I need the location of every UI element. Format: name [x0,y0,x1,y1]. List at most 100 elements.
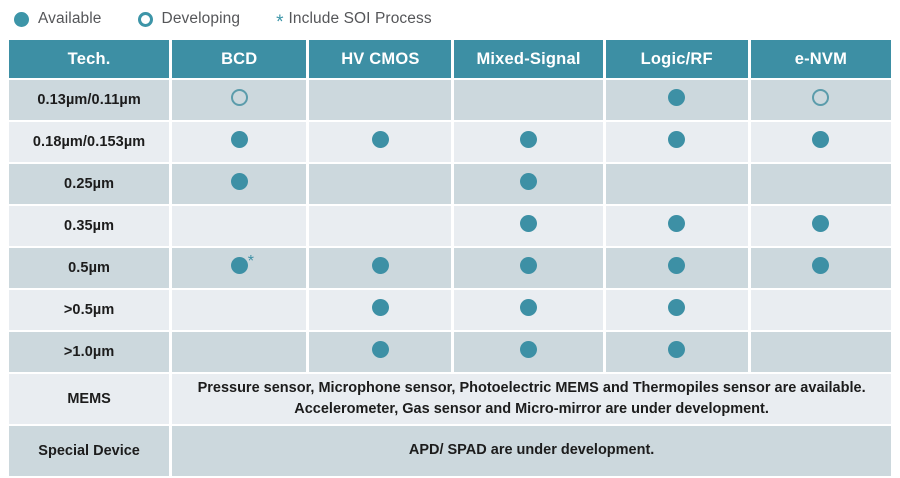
status-cell [454,290,603,330]
status-cell: * [172,248,307,288]
status-marker [812,89,830,106]
status-marker [668,89,686,106]
filled-circle-icon [520,299,538,316]
status-marker [520,131,538,148]
status-marker [371,341,389,358]
legend-item-2: *Include SOI Process [276,10,432,33]
note-description: APD/ SPAD are under development. [172,426,891,476]
status-cell [605,164,748,204]
tech-node-label: >1.0µm [63,344,115,360]
status-marker [520,299,538,316]
filled-circle-icon [230,131,248,148]
tech-node-label: 0.5µm [68,260,111,276]
tech-node-cell: 0.35µm [9,206,170,246]
column-header-0[interactable]: Tech. [9,40,170,78]
status-cell [454,332,603,372]
asterisk-icon: * [247,253,254,270]
status-marker [520,257,538,274]
legend-item-1: Developing [137,10,241,28]
filled-circle-icon [14,11,29,27]
asterisk-icon: * [276,11,284,33]
status-marker [668,215,686,232]
status-cell [750,206,891,246]
table-row: 0.25µm [9,164,891,204]
status-cell [750,80,891,120]
legend: Available Developing *Include SOI Process [0,0,900,38]
filled-circle-icon [668,131,686,148]
note-line: Pressure sensor, Microphone sensor, Phot… [197,379,866,396]
status-marker [371,257,389,274]
status-cell [605,206,748,246]
table-row: 0.18µm/0.153µm [9,122,891,162]
status-cell [309,332,452,372]
column-header-1[interactable]: BCD [172,40,307,78]
status-cell [454,248,603,288]
status-marker [520,341,538,358]
status-cell [750,332,891,372]
tech-node-cell: >1.0µm [9,332,170,372]
table-row: >1.0µm [9,332,891,372]
legend-item-label: Available [38,10,102,27]
table-row: 0.5µm * [9,248,891,288]
column-header-3[interactable]: Mixed-Signal [454,40,603,78]
status-marker [668,131,686,148]
note-line: APD/ SPAD are under development. [408,442,655,459]
status-cell [605,290,748,330]
status-marker [668,257,686,274]
filled-circle-icon [668,89,686,106]
status-cell [454,206,603,246]
open-circle-icon [812,89,830,106]
legend-item-label: Include SOI Process [288,10,432,27]
note-description: Pressure sensor, Microphone sensor, Phot… [172,374,891,424]
status-cell [172,122,307,162]
status-cell [309,290,452,330]
status-cell [309,248,452,288]
filled-circle-icon [812,131,830,148]
open-circle-icon [137,11,153,27]
tech-node-label: 0.13µm/0.11µm [37,92,141,108]
status-marker: * [230,254,254,274]
tech-node-cell: 0.18µm/0.153µm [9,122,170,162]
column-header-4[interactable]: Logic/RF [605,40,748,78]
filled-circle-icon [668,257,686,274]
status-cell [309,206,452,246]
note-row: Special Device APD/ SPAD are under develo… [9,426,891,476]
filled-circle-icon [371,341,389,358]
status-cell [750,290,891,330]
filled-circle-icon [668,299,686,316]
filled-circle-icon [371,131,389,148]
status-marker [812,257,830,274]
status-cell [172,290,307,330]
status-cell [750,248,891,288]
filled-circle-icon [668,341,686,358]
column-header-5[interactable]: e-NVM [750,40,891,78]
filled-circle-icon [668,215,686,232]
tech-node-cell: 0.5µm [9,248,170,288]
status-cell [309,80,452,120]
table-row: >0.5µm [9,290,891,330]
tech-node-cell: >0.5µm [9,290,170,330]
table-row: 0.13µm/0.11µm [9,80,891,120]
column-header-2[interactable]: HV CMOS [309,40,452,78]
status-marker [230,131,248,148]
filled-circle-icon [520,131,538,148]
filled-circle-icon [812,257,830,274]
filled-circle-icon [371,257,389,274]
filled-circle-icon [520,215,538,232]
status-marker [230,89,248,106]
status-cell [454,122,603,162]
open-circle-icon [230,89,248,106]
status-marker [668,341,686,358]
status-cell [454,164,603,204]
tech-node-cell: 0.25µm [9,164,170,204]
status-marker [812,131,830,148]
filled-circle-icon [520,173,538,190]
status-cell [750,122,891,162]
tech-node-label: >0.5µm [63,302,115,318]
status-cell [605,248,748,288]
note-label: Special Device [9,426,170,476]
